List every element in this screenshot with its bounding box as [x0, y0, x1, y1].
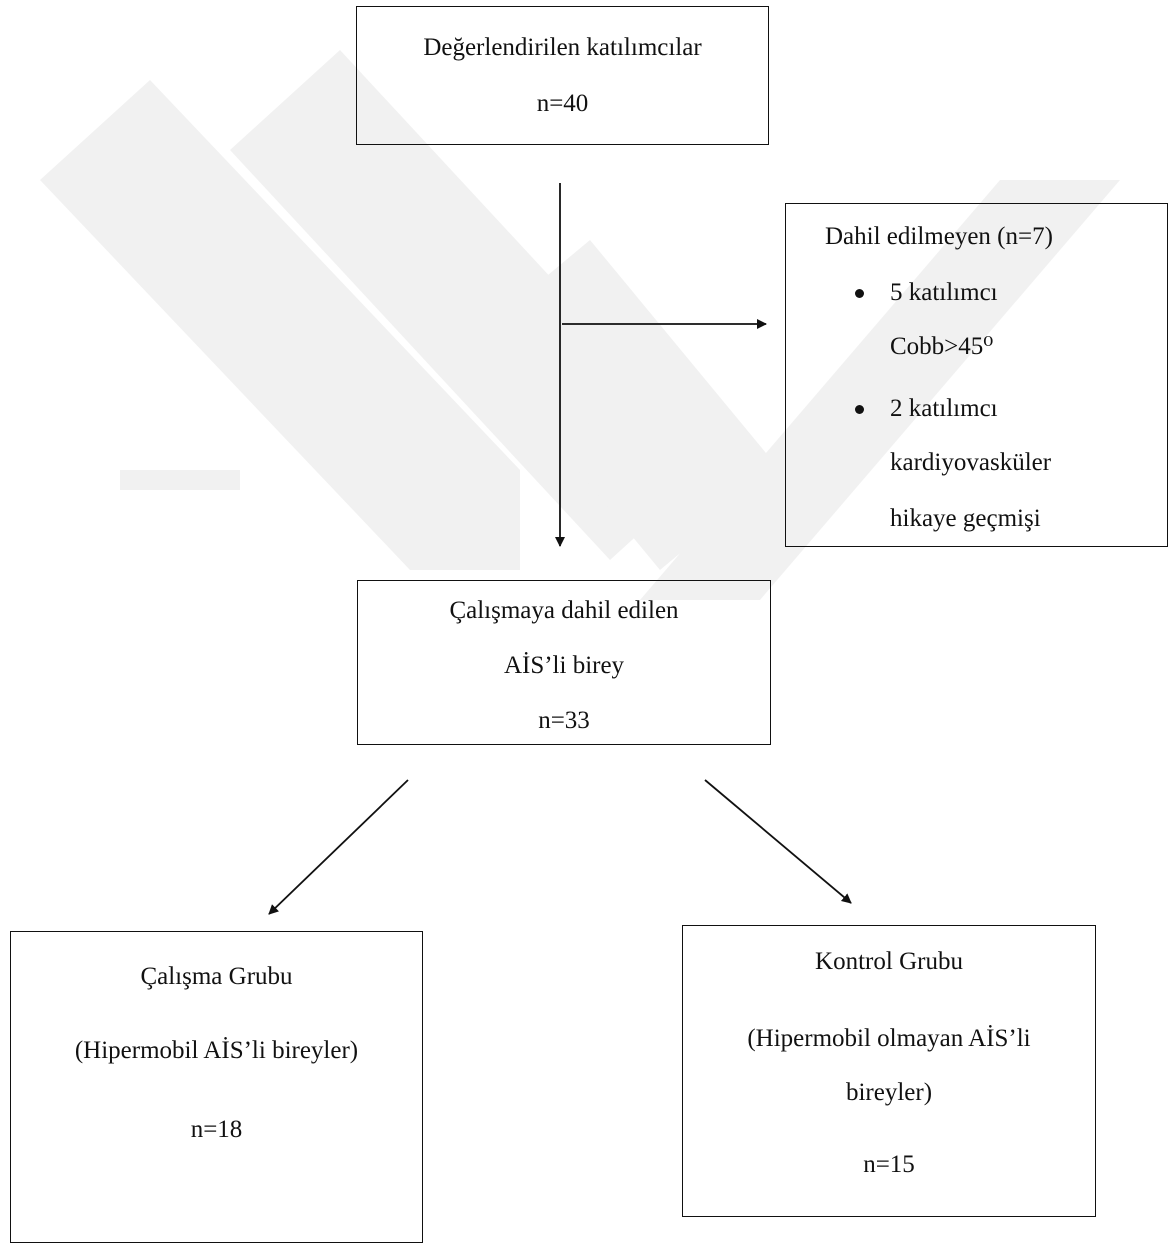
included-participants-box: Çalışmaya dahil edilen AİS’li birey n=33	[357, 580, 771, 745]
excluded-box: Dahil edilmeyen (n=7) 5 katılımcı Cobb>4…	[785, 203, 1168, 547]
bullet-icon	[855, 405, 864, 414]
control-group-box: Kontrol Grubu (Hipermobil olmayan AİS’li…	[682, 925, 1096, 1217]
study-group-count: n=18	[190, 1116, 243, 1143]
included-count: n=33	[538, 707, 590, 734]
excluded-item-2-line-1: 2 katılımcı	[890, 395, 998, 422]
arrow-to-study-group	[268, 779, 409, 915]
excluded-item-2-line-3: hikaye geçmişi	[890, 505, 1041, 532]
arrow-to-control-group	[704, 779, 852, 904]
evaluated-count: n=40	[536, 90, 589, 117]
evaluated-title: Değerlendirilen katılımcılar	[423, 34, 702, 61]
included-line-2: AİS’li birey	[503, 652, 625, 679]
excluded-item-1-line-2: Cobb>45⁰	[890, 333, 994, 360]
control-group-description-line-2: bireyler)	[845, 1079, 933, 1106]
control-group-description-line-1: (Hipermobil olmayan AİS’li	[747, 1025, 1031, 1052]
control-group-title: Kontrol Grubu	[815, 948, 963, 975]
control-group-count: n=15	[863, 1151, 915, 1178]
bullet-icon	[855, 289, 864, 298]
excluded-item-2-line-2: kardiyovasküler	[890, 449, 1052, 476]
evaluated-participants-box: Değerlendirilen katılımcılar n=40	[356, 6, 769, 145]
study-group-title: Çalışma Grubu	[140, 963, 293, 990]
study-group-description: (Hipermobil AİS’li bireyler)	[74, 1037, 359, 1064]
included-line-1: Çalışmaya dahil edilen	[449, 597, 679, 624]
study-group-box: Çalışma Grubu (Hipermobil AİS’li bireyle…	[10, 931, 423, 1243]
excluded-title: Dahil edilmeyen (n=7)	[825, 223, 1053, 250]
excluded-item-1-line-1: 5 katılımcı	[890, 279, 998, 306]
